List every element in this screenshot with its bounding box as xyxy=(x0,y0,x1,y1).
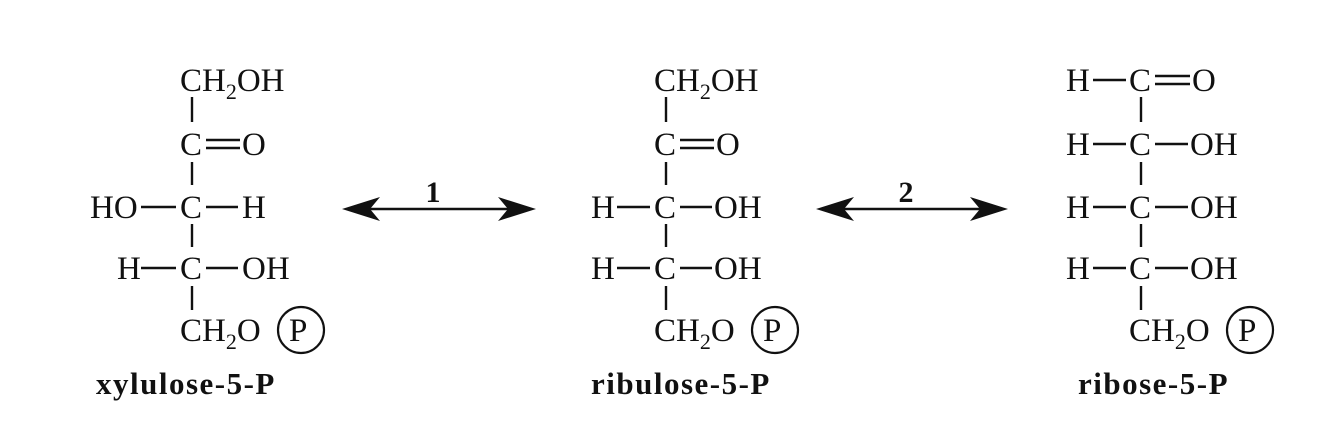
c4-left-substituent: H xyxy=(591,251,615,287)
c1-left-substituent: H xyxy=(1066,63,1090,99)
arrow-label: 2 xyxy=(899,176,914,209)
ch2o-phosphate-group: CH2O xyxy=(1129,313,1210,354)
arrowhead-left-icon xyxy=(342,197,380,221)
c3-right-substituent: H xyxy=(242,190,266,226)
c3-left-substituent: HO xyxy=(90,190,138,226)
c3-carbon: C xyxy=(654,190,676,226)
equilibrium-arrow-1: 1 xyxy=(342,176,536,221)
ch2oh-group: CH2OH xyxy=(654,63,759,104)
phosphate-circle-icon xyxy=(1225,305,1275,355)
ch2o-phosphate-group: CH2O xyxy=(180,313,261,354)
c4-carbon: C xyxy=(180,251,202,287)
carbonyl-oxygen: O xyxy=(716,127,740,163)
c4-right-substituent: OH xyxy=(242,251,290,287)
c3-left-substituent: H xyxy=(1066,190,1090,226)
phosphate-symbol: P xyxy=(289,313,307,349)
c4-left-substituent: H xyxy=(117,251,141,287)
molecule-xylulose-5-p: CH2OH C O HO C H H C OH CH2O P xylulose-… xyxy=(90,63,326,401)
phosphate-circle-icon xyxy=(750,305,800,355)
c3-right-substituent: OH xyxy=(714,190,762,226)
c4-right-substituent: OH xyxy=(714,251,762,287)
c3-carbon: C xyxy=(1129,190,1151,226)
aldehyde-oxygen: O xyxy=(1192,63,1216,99)
ch2oh-group: CH2OH xyxy=(180,63,285,104)
molecule-name: xylulose-5-P xyxy=(96,366,276,401)
carbonyl-carbon: C xyxy=(654,127,676,163)
phosphate-symbol: P xyxy=(1238,313,1256,349)
c3-left-substituent: H xyxy=(591,190,615,226)
c4-right-substituent: OH xyxy=(1190,251,1238,287)
c4-carbon: C xyxy=(1129,251,1151,287)
molecule-name: ribulose-5-P xyxy=(591,366,771,401)
arrow-label: 1 xyxy=(426,176,441,209)
ch2o-phosphate-group: CH2O xyxy=(654,313,735,354)
c2-carbon: C xyxy=(1129,127,1151,163)
c2-right-substituent: OH xyxy=(1190,127,1238,163)
arrowhead-right-icon xyxy=(498,197,536,221)
aldehyde-carbon: C xyxy=(1129,63,1151,99)
c2-left-substituent: H xyxy=(1066,127,1090,163)
molecule-name: ribose-5-P xyxy=(1078,366,1229,401)
carbonyl-oxygen: O xyxy=(242,127,266,163)
c3-carbon: C xyxy=(180,190,202,226)
equilibrium-arrow-2: 2 xyxy=(816,176,1008,221)
c3-right-substituent: OH xyxy=(1190,190,1238,226)
phosphate-symbol: P xyxy=(763,313,781,349)
molecule-ribose-5-p: H C O H C OH H C OH H C OH CH2O P ribose… xyxy=(1066,63,1275,401)
molecule-ribulose-5-p: CH2OH C O H C OH H C OH CH2O P ribulose-… xyxy=(591,63,800,401)
phosphate-circle-icon xyxy=(276,305,326,355)
c4-left-substituent: H xyxy=(1066,251,1090,287)
c4-carbon: C xyxy=(654,251,676,287)
arrowhead-left-icon xyxy=(816,197,854,221)
carbonyl-carbon: C xyxy=(180,127,202,163)
arrowhead-right-icon xyxy=(970,197,1008,221)
